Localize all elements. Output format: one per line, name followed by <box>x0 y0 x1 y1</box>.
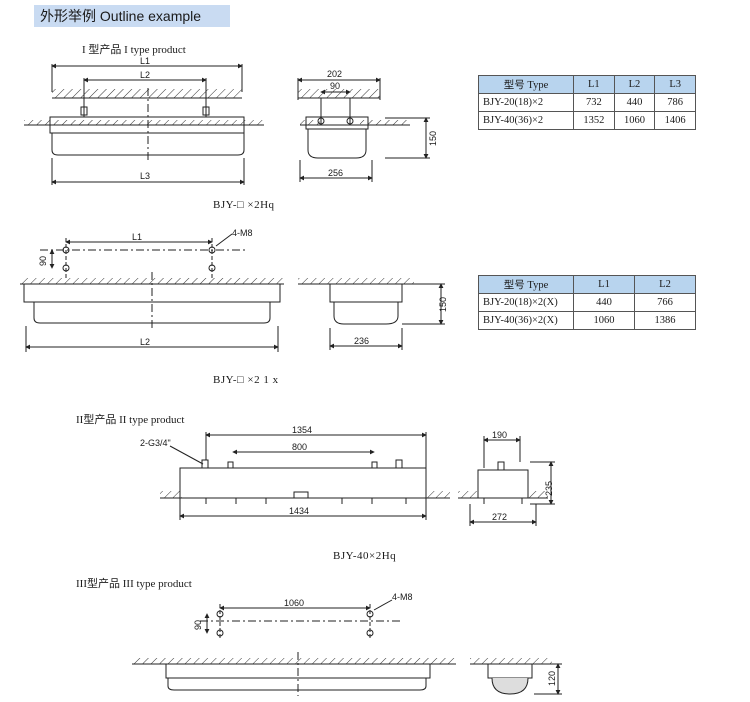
table-cell: 786 <box>654 93 696 112</box>
dim-label: 256 <box>328 168 343 178</box>
dim-label: 90 <box>330 81 340 91</box>
table-cell: BJY-40(36)×2 <box>478 111 574 130</box>
type1x-front-view <box>20 272 284 352</box>
page-title: 外形举例 Outline example <box>34 5 230 27</box>
type3-side-view <box>470 658 562 695</box>
table-cell: 1386 <box>634 311 696 330</box>
dim-label: 4-M8 <box>392 592 413 602</box>
table-header-cell: 型号 Type <box>478 275 574 294</box>
dim-label: 1060 <box>284 598 304 608</box>
spec-table-type1: 型号 Type L1 L2 L3 BJY-20(18)×2 732 440 78… <box>478 75 696 130</box>
dim-label: 272 <box>492 512 507 522</box>
type1x-top-view <box>40 233 245 278</box>
dim-label: 90 <box>38 256 48 266</box>
section1b-caption: BJY-□ ×2 1 x <box>213 374 279 386</box>
dim-label: 800 <box>292 442 307 452</box>
dim-label: L3 <box>140 171 150 181</box>
type2-front-view <box>160 432 450 520</box>
type1-side-view <box>297 77 430 182</box>
dim-label: 1354 <box>292 425 312 435</box>
type1-front-view <box>24 63 264 185</box>
dim-label: 235 <box>544 481 554 496</box>
table-header-cell: 型号 Type <box>478 75 574 94</box>
table-row: BJY-20(18)×2(X) 440 766 <box>478 293 696 312</box>
dim-label: 150 <box>438 297 448 312</box>
section1-caption: BJY-□ ×2Hq <box>213 199 275 211</box>
dim-label: L2 <box>140 337 150 347</box>
spec-table-type1x: 型号 Type L1 L2 BJY-20(18)×2(X) 440 766 BJ… <box>478 275 696 330</box>
dim-label: 236 <box>354 336 369 346</box>
type1x-side-view <box>298 278 445 350</box>
table-header-cell: L1 <box>573 75 615 94</box>
section2-caption: BJY-40×2Hq <box>333 550 397 562</box>
table-header-cell: L3 <box>654 75 696 94</box>
dim-label: 150 <box>428 131 438 146</box>
type3-top-view <box>200 599 400 640</box>
table-cell: BJY-40(36)×2(X) <box>478 311 574 330</box>
dim-label: 2-G3/4" <box>140 438 171 448</box>
dim-label: L1 <box>140 56 150 66</box>
table-header-row: 型号 Type L1 L2 L3 <box>478 75 696 94</box>
section1-label: I 型产品 I type product <box>82 44 186 56</box>
table-row: BJY-40(36)×2(X) 1060 1386 <box>478 311 696 330</box>
table-header-cell: L1 <box>573 275 635 294</box>
dim-label: 4-M8 <box>232 228 253 238</box>
section3-label: III型产品 III type product <box>76 578 192 590</box>
type3-front-view <box>132 652 456 696</box>
dim-label: L2 <box>140 70 150 80</box>
dim-label: 120 <box>547 671 557 686</box>
table-header-row: 型号 Type L1 L2 <box>478 275 696 294</box>
table-cell: 1406 <box>654 111 696 130</box>
section2-label: II型产品 II type product <box>76 414 185 426</box>
dim-label: 202 <box>327 69 342 79</box>
dim-label: L1 <box>132 232 142 242</box>
type2-side-view <box>458 436 555 526</box>
dim-label: 1434 <box>289 506 309 516</box>
table-header-cell: L2 <box>613 75 656 94</box>
dim-label: 90 <box>193 620 203 630</box>
dim-label: 190 <box>492 430 507 440</box>
table-row: BJY-40(36)×2 1352 1060 1406 <box>478 111 696 130</box>
